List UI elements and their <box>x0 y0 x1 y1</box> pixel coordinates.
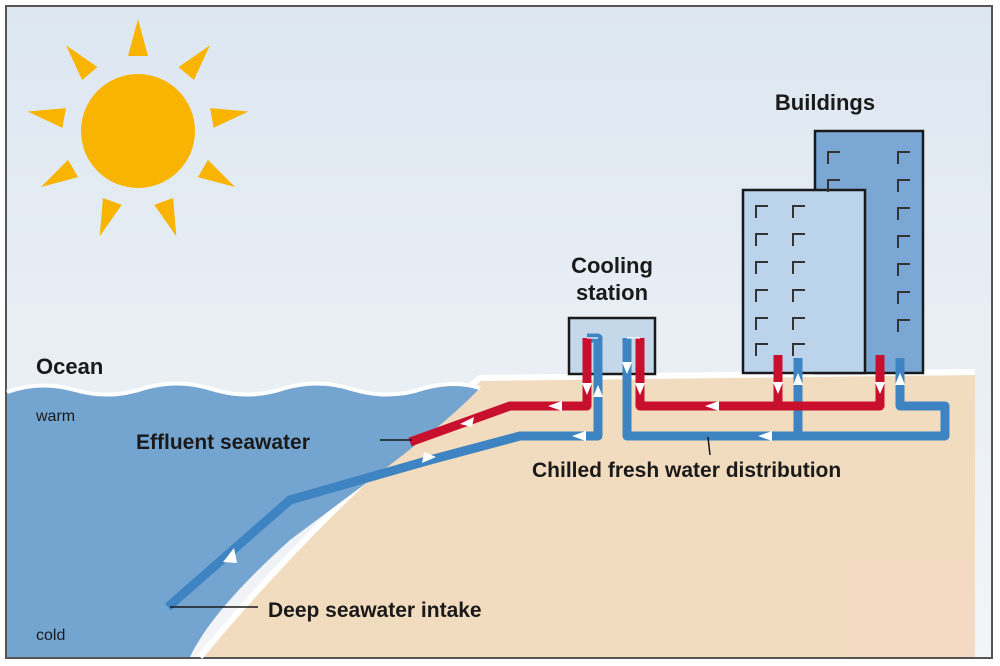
cold-label: cold <box>36 627 65 644</box>
intake-label: Deep seawater intake <box>268 599 482 622</box>
chilled-label: Chilled fresh water distribution <box>532 459 841 482</box>
chilled-leader <box>707 436 711 456</box>
flow-arrow-icon <box>223 362 905 563</box>
return-pipe <box>635 338 885 411</box>
sun-icon <box>27 19 249 237</box>
warm-label: warm <box>35 408 75 425</box>
ocean-label: Ocean <box>36 354 103 379</box>
distribution-loop <box>622 338 950 441</box>
cooling-label-2: station <box>576 280 648 305</box>
corner-patch <box>850 560 975 657</box>
effluent-label: Effluent seawater <box>136 431 310 454</box>
building-icon <box>741 129 925 375</box>
ocean <box>7 383 480 657</box>
ocean-surface <box>6 381 481 397</box>
buildings-label: Buildings <box>775 90 875 115</box>
land <box>200 372 975 657</box>
building-front <box>741 188 867 375</box>
cooling-label-1: Cooling <box>571 253 653 278</box>
